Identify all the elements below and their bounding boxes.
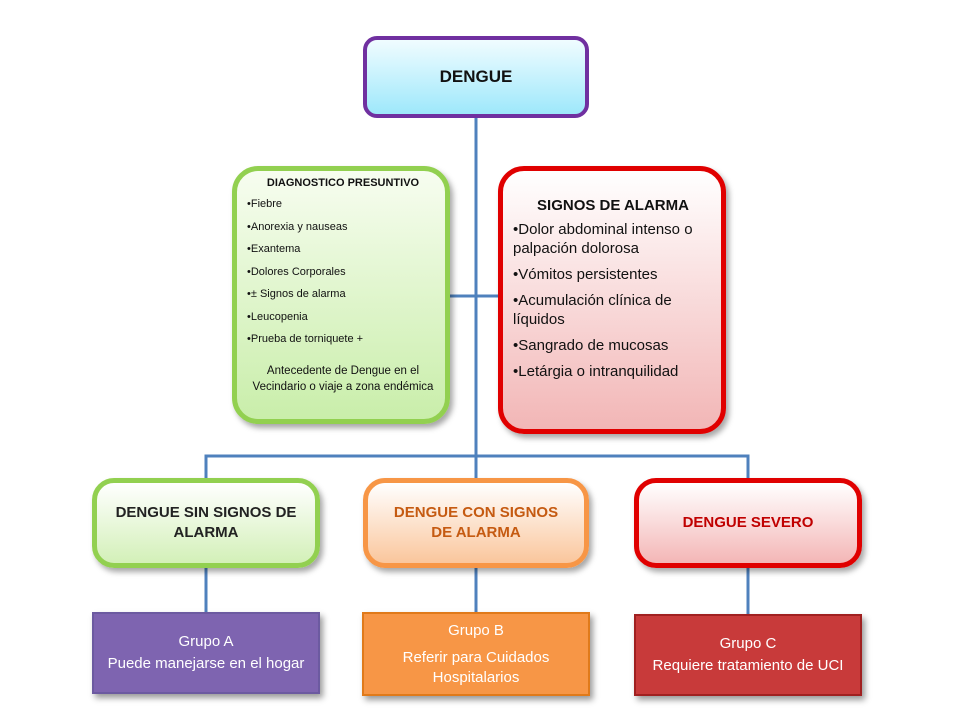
list-item: Prueba de torniquete + <box>247 328 439 351</box>
category-severo: DENGUE SEVERO <box>634 478 862 568</box>
group-description: Requiere tratamiento de UCI <box>652 657 844 674</box>
diagnostico-list: Fiebre Anorexia y nauseas Exantema Dolor… <box>247 193 439 351</box>
group-description: Referir para Cuidados Hospitalarios <box>402 649 550 686</box>
list-item: Letárgia o intranquilidad <box>513 362 713 381</box>
alarma-box: SIGNOS DE ALARMA Dolor abdominal intenso… <box>498 166 726 434</box>
category-con-signos: DENGUE CON SIGNOS DE ALARMA <box>363 478 589 568</box>
category-label: DENGUE CON SIGNOS DE ALARMA <box>393 504 559 541</box>
category-label: DENGUE SEVERO <box>682 514 814 531</box>
list-item: Acumulación clínica de líquidos <box>513 291 713 329</box>
list-item: Fiebre <box>247 193 439 216</box>
diagnostico-note: Antecedente de Dengue en el Vecindario o… <box>252 364 434 393</box>
group-b-box: Grupo B Referir para Cuidados Hospitalar… <box>362 612 590 696</box>
list-item: Dolor abdominal intenso o palpación dolo… <box>513 220 713 258</box>
root-node: DENGUE <box>363 36 589 118</box>
category-label: DENGUE SIN SIGNOS DE ALARMA <box>115 504 297 541</box>
group-c-box: Grupo C Requiere tratamiento de UCI <box>634 614 862 696</box>
alarma-title: SIGNOS DE ALARMA <box>537 197 689 214</box>
diagnostico-title: DIAGNOSTICO PRESUNTIVO <box>266 177 420 189</box>
group-description: Puede manejarse en el hogar <box>107 655 305 672</box>
category-bus <box>204 454 750 478</box>
list-item: Vómitos persistentes <box>513 265 713 284</box>
list-item: Leucopenia <box>247 306 439 329</box>
list-item: Dolores Corporales <box>247 261 439 284</box>
group-a-box: Grupo A Puede manejarse en el hogar <box>92 612 320 694</box>
diagnostico-box: DIAGNOSTICO PRESUNTIVO Fiebre Anorexia y… <box>232 166 450 424</box>
category-sin-signos: DENGUE SIN SIGNOS DE ALARMA <box>92 478 320 568</box>
group-name: Grupo B <box>448 622 504 639</box>
group-name: Grupo C <box>719 635 777 652</box>
group-name: Grupo A <box>178 633 234 650</box>
list-item: Exantema <box>247 238 439 261</box>
alarma-list: Dolor abdominal intenso o palpación dolo… <box>513 220 713 388</box>
list-item: Anorexia y nauseas <box>247 216 439 239</box>
root-title: DENGUE <box>439 67 513 86</box>
list-item: ± Signos de alarma <box>247 283 439 306</box>
list-item: Sangrado de mucosas <box>513 336 713 355</box>
